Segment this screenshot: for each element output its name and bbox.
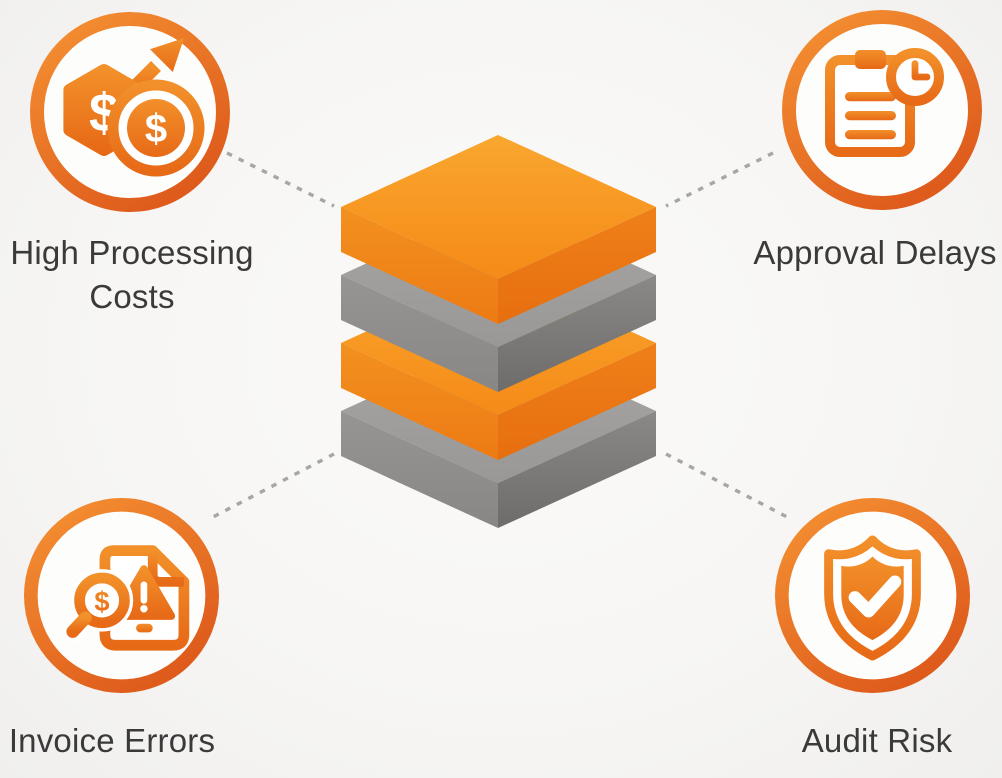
layer-right-face <box>498 207 656 324</box>
connector-top-left <box>226 151 335 208</box>
magnifier-icon: $ <box>62 569 134 643</box>
layer-stack <box>341 135 656 528</box>
clipboard-clock-icon <box>782 10 982 210</box>
node-label: Approval Delays <box>753 234 997 271</box>
stack-layer-1-orange <box>341 135 656 324</box>
layer-right-face <box>498 343 656 460</box>
shield-check-icon <box>775 498 970 693</box>
layer-left-face <box>341 275 498 392</box>
node-label: Audit Risk <box>801 722 953 759</box>
layer-left-face <box>341 207 498 324</box>
money-growth-icon: $ $ <box>30 12 230 212</box>
layer-right-face <box>498 411 656 528</box>
node-label: High Processing Costs <box>10 234 254 315</box>
dollar-glyph: $ <box>145 107 167 151</box>
layer-left-face <box>341 411 498 528</box>
connector-top-right <box>665 151 774 208</box>
shield-icon <box>824 535 921 661</box>
connector-bottom-left <box>212 452 335 519</box>
check-icon <box>848 575 902 618</box>
minus-dash-icon <box>136 623 153 633</box>
layer-left-face <box>341 343 498 460</box>
layer-top-face <box>341 135 656 279</box>
connector-bottom-right <box>665 452 790 520</box>
dollar-glyph: $ <box>94 586 109 617</box>
layer-right-face <box>498 275 656 392</box>
clock-icon <box>886 48 944 106</box>
invoice-error-magnifier-icon: $ <box>24 498 219 693</box>
round-coin-icon: $ <box>107 79 205 177</box>
node-label: Invoice Errors <box>8 722 216 759</box>
